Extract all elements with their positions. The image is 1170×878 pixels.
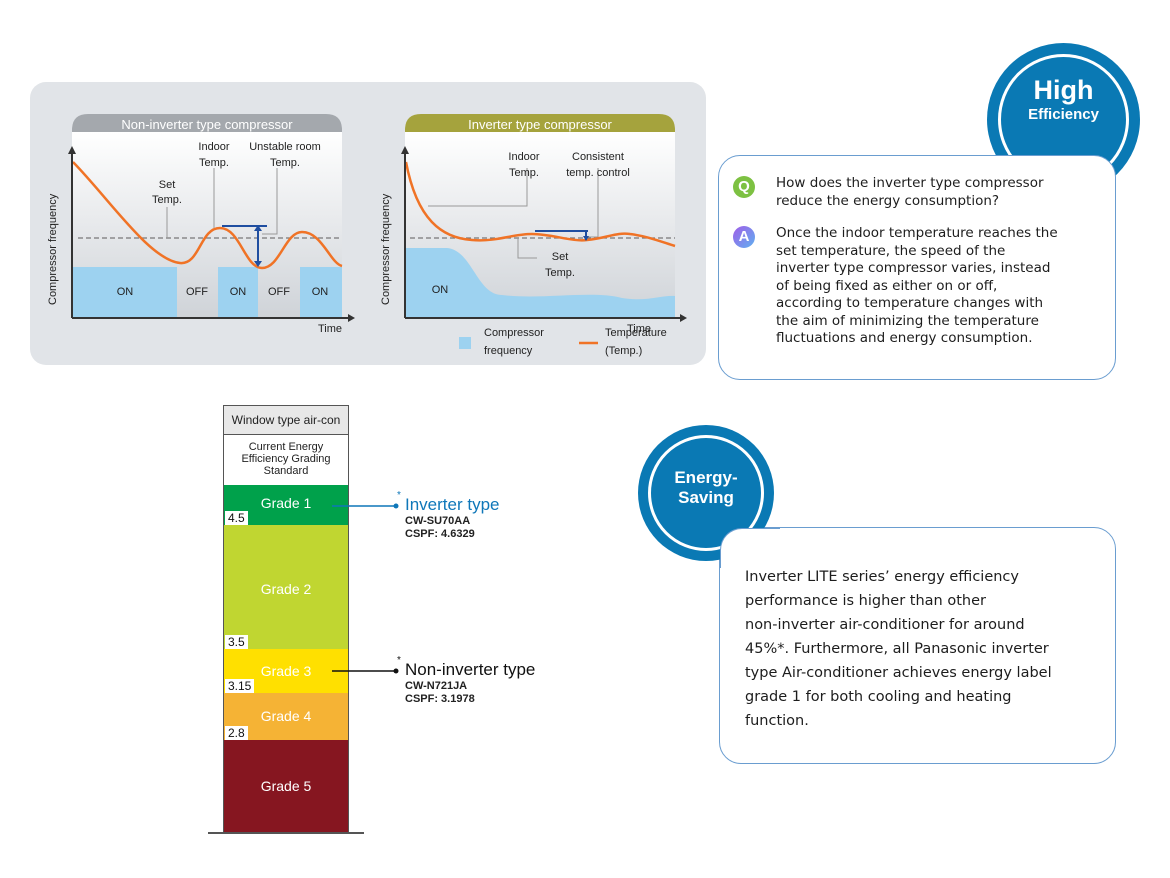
qa-box: Q How does the inverter type compressor … (718, 155, 1116, 380)
chart-header-bg (405, 114, 675, 130)
annotation-consistent: temp. control (566, 167, 630, 179)
inverter-model-info: CW-SU70AA CSPF: 4.6329 (405, 515, 475, 540)
annotation-set-temp: Set (552, 251, 569, 263)
question-text: How does the inverter type compressor re… (776, 175, 1044, 209)
legend-compressor-swatch (459, 337, 471, 349)
energy-grade-scale: Window type air-con Current Energy Effic… (223, 405, 349, 834)
answer-icon: A (733, 226, 755, 248)
state-label: OFF (186, 286, 208, 298)
grade-threshold: 3.15 (225, 679, 255, 693)
state-label: ON (230, 286, 247, 298)
inverter-type-label: Inverter type (405, 495, 500, 514)
non-inverter-chart: Non-inverter type compressor ON OFF ON O… (40, 110, 360, 335)
chart-title: Inverter type compressor (468, 117, 612, 132)
grade-scale-header: Window type air-con (223, 405, 349, 435)
x-axis-label: Time (318, 323, 342, 335)
state-block-on (218, 267, 258, 317)
annotation-unstable: Unstable room (249, 141, 321, 153)
asterisk: * (397, 655, 401, 666)
legend-temperature-label: Temperature (605, 327, 667, 339)
state-label: ON (432, 284, 449, 296)
non-inverter-model-info: CW-N721JA CSPF: 3.1978 (405, 680, 475, 705)
annotation-set-temp: Set (159, 179, 176, 191)
grade-scale-subheader: Current Energy Efficiency Grading Standa… (223, 435, 349, 485)
box-corner-overlay (720, 528, 780, 568)
question-icon: Q (733, 176, 755, 198)
y-axis-label: Compressor frequency (47, 193, 59, 305)
temperature-curve (404, 161, 676, 248)
grade-band-3: Grade 3 3.15 (223, 649, 349, 693)
energy-saving-box: Inverter LITE series’ energy efficiency … (719, 527, 1116, 764)
badge-subtitle: Saving (678, 488, 734, 507)
annotation-unstable: Temp. (270, 157, 300, 169)
non-inverter-type-label: Non-inverter type (405, 660, 536, 679)
grade-scale-base (208, 832, 364, 834)
callout-connectors (332, 503, 399, 674)
state-block-on (73, 267, 177, 317)
grade-band-4: Grade 4 2.8 (223, 693, 349, 740)
state-label: ON (312, 286, 329, 298)
annotation-indoor-temp: Temp. (509, 167, 539, 179)
grade-threshold: 4.5 (225, 511, 248, 525)
grade-band-5: Grade 5 (223, 740, 349, 834)
energy-saving-text: Inverter LITE series’ energy efficiency … (745, 569, 1052, 729)
badge-title: High (1033, 74, 1094, 105)
grade-band-1: Grade 1 4.5 (223, 485, 349, 525)
answer-text: Once the indoor temperature reaches the … (776, 225, 1058, 346)
asterisk: * (397, 490, 401, 501)
legend-compressor-label: Compressor (484, 327, 544, 339)
grade-band-2: Grade 2 3.5 (223, 525, 349, 649)
legend-compressor-label: frequency (484, 345, 533, 357)
annotation-indoor-temp: Temp. (199, 157, 229, 169)
annotation-indoor-temp: Indoor (508, 151, 540, 163)
legend-temperature-label: (Temp.) (605, 345, 642, 357)
state-label: ON (117, 286, 134, 298)
chart-title: Non-inverter type compressor (121, 117, 293, 132)
compressor-frequency-area (406, 248, 675, 317)
annotation-consistent: Consistent (572, 151, 624, 163)
badge-title: Energy- (674, 468, 738, 487)
badge-subtitle: Efficiency (1028, 105, 1099, 123)
annotation-set-temp: Temp. (152, 194, 182, 206)
grade-threshold: 3.5 (225, 635, 248, 649)
y-axis-label: Compressor frequency (380, 193, 392, 305)
state-block-on (300, 267, 342, 317)
annotation-set-temp: Temp. (545, 267, 575, 279)
chart-header-bg (72, 114, 342, 130)
annotation-indoor-temp: Indoor (198, 141, 230, 153)
state-label: OFF (268, 286, 290, 298)
x-axis-label: Time (627, 323, 651, 335)
grade-threshold: 2.8 (225, 726, 248, 740)
inverter-chart: Inverter type compressor ON Time Compres… (372, 110, 702, 360)
temperature-curve (72, 161, 343, 270)
